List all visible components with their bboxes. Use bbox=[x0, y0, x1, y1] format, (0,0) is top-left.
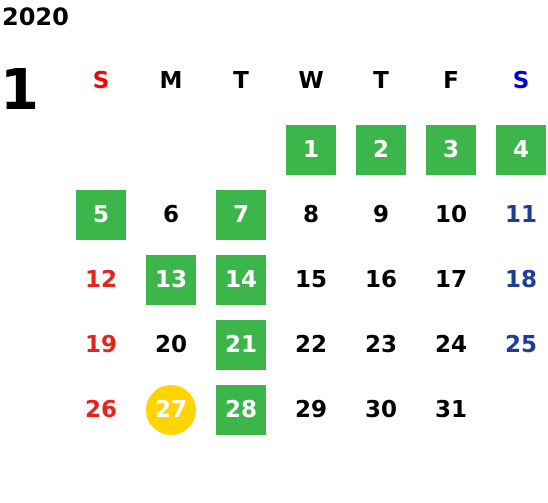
day-3[interactable]: 3 bbox=[426, 125, 476, 175]
day-16[interactable]: 16 bbox=[364, 267, 397, 293]
weekday-6: S bbox=[512, 68, 530, 94]
day-18[interactable]: 18 bbox=[504, 267, 537, 293]
day-22[interactable]: 22 bbox=[294, 332, 327, 358]
day-12[interactable]: 12 bbox=[84, 267, 117, 293]
day-30[interactable]: 30 bbox=[364, 397, 397, 423]
weekday-0: S bbox=[92, 68, 110, 94]
day-7[interactable]: 7 bbox=[216, 190, 266, 240]
day-2[interactable]: 2 bbox=[356, 125, 406, 175]
weekday-4: T bbox=[373, 68, 389, 94]
day-25[interactable]: 25 bbox=[504, 332, 537, 358]
day-20[interactable]: 20 bbox=[154, 332, 187, 358]
day-29[interactable]: 29 bbox=[294, 397, 327, 423]
day-27[interactable]: 27 bbox=[146, 385, 196, 435]
day-31[interactable]: 31 bbox=[434, 397, 467, 423]
day-21[interactable]: 21 bbox=[216, 320, 266, 370]
day-24[interactable]: 24 bbox=[434, 332, 467, 358]
day-28[interactable]: 28 bbox=[216, 385, 266, 435]
weekday-5: F bbox=[443, 68, 459, 94]
day-13[interactable]: 13 bbox=[146, 255, 196, 305]
day-5[interactable]: 5 bbox=[76, 190, 126, 240]
day-6[interactable]: 6 bbox=[162, 202, 179, 228]
day-9[interactable]: 9 bbox=[372, 202, 389, 228]
day-15[interactable]: 15 bbox=[294, 267, 327, 293]
day-26[interactable]: 26 bbox=[84, 397, 117, 423]
day-23[interactable]: 23 bbox=[364, 332, 397, 358]
day-17[interactable]: 17 bbox=[434, 267, 467, 293]
day-10[interactable]: 10 bbox=[434, 202, 467, 228]
weekday-3: W bbox=[298, 68, 324, 94]
weekday-1: M bbox=[159, 68, 183, 94]
day-4[interactable]: 4 bbox=[496, 125, 546, 175]
day-14[interactable]: 14 bbox=[216, 255, 266, 305]
day-8[interactable]: 8 bbox=[302, 202, 319, 228]
day-11[interactable]: 11 bbox=[504, 202, 537, 228]
month-number: 1 bbox=[0, 58, 39, 123]
weekday-2: T bbox=[233, 68, 249, 94]
day-19[interactable]: 19 bbox=[84, 332, 117, 358]
year-label: 2020 bbox=[2, 3, 69, 31]
day-1[interactable]: 1 bbox=[286, 125, 336, 175]
